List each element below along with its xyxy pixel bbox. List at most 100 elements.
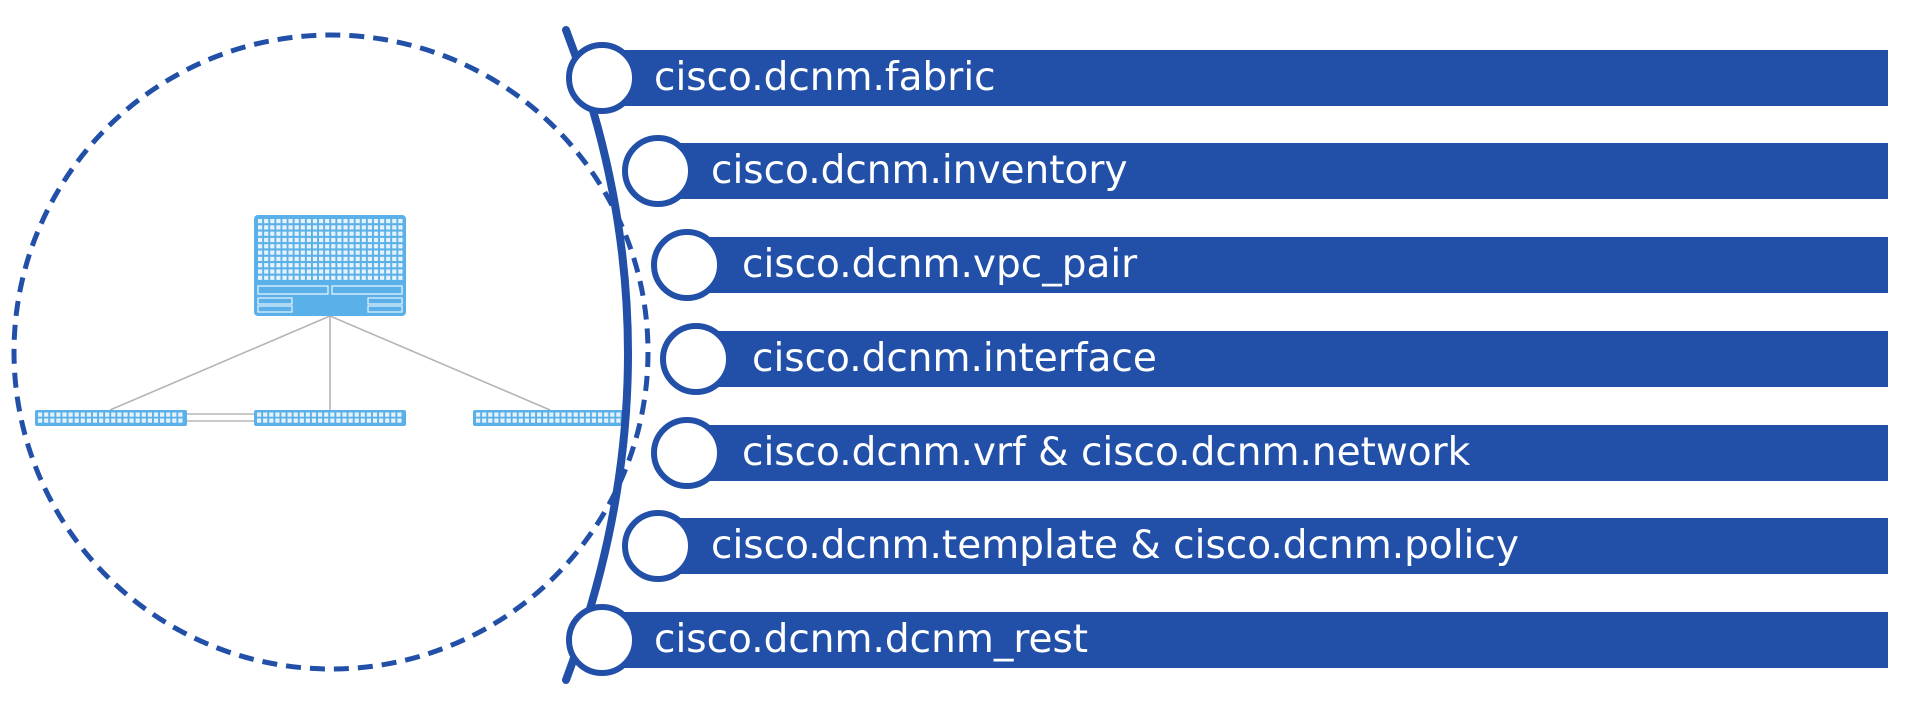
chassis-port [319,250,324,255]
leaf-port [585,412,590,417]
leaf-port [385,418,390,423]
leaf-port [488,418,493,423]
leaf-port [68,412,73,417]
chassis-port [343,225,348,230]
chassis-port [373,275,379,280]
leaf-port [610,418,615,423]
chassis-port [380,256,385,261]
chassis-port [337,275,342,280]
chassis-port [276,237,281,243]
leaf-port [543,418,548,423]
chassis-port [331,237,336,243]
leaf-port [80,418,85,423]
module-label: cisco.dcnm.interface [752,336,1157,381]
chassis-port [373,231,379,236]
module-label: cisco.dcnm.fabric [654,55,996,100]
chassis-port [392,225,397,230]
chassis-port [337,256,342,261]
leaf-port [506,412,511,417]
leaf-port [62,418,67,423]
chassis-module-left [257,285,329,295]
leaf-port [342,412,347,417]
leaf-port [178,412,183,417]
leaf-port [591,418,597,423]
chassis-port [361,269,366,274]
chassis-port [367,225,372,230]
chassis-port [264,256,269,261]
chassis-port [264,269,269,274]
chassis-port [355,237,360,243]
chassis-port [258,269,263,274]
chain-bead-2 [622,135,694,207]
chassis-port [337,244,342,249]
chassis-port [355,275,360,280]
chassis-port [349,237,354,243]
leaf-port [366,412,371,417]
chassis-port [294,250,299,255]
module-banner-vrf-network: cisco.dcnm.vrf & cisco.dcnm.network [708,425,1888,481]
module-label: cisco.dcnm.dcnm_rest [654,617,1089,662]
chassis-port [343,256,348,261]
leaf-port [512,412,517,417]
chassis-port [258,231,263,236]
chassis-port [355,244,360,249]
chassis-port [276,231,281,236]
chassis-port [373,250,379,255]
leaf-port [62,412,67,417]
chassis-port [373,244,379,249]
leaf-port [342,418,347,423]
leaf-port [476,412,481,417]
leaf-port [591,412,597,417]
chassis-port [288,263,293,268]
chassis-port [288,231,293,236]
leaf-port [518,418,523,423]
leaf-port [299,412,304,417]
chassis-port [306,263,311,268]
leaf-port [616,412,621,417]
leaf-port [141,418,146,423]
chassis-port [270,219,275,224]
chassis-port [294,275,299,280]
chassis-port [386,237,391,243]
chassis-port [343,250,348,255]
leaf-port [160,418,165,423]
chain-bead-3 [651,229,723,301]
chain-curve [562,26,632,684]
chassis-port [270,244,275,249]
leaf-port [86,418,91,423]
leaf-port [482,418,487,423]
leaf-port [129,412,134,417]
chassis-port [306,269,311,274]
chassis-port [367,250,372,255]
leaf-port [610,412,615,417]
leaf-port [348,412,353,417]
chassis-port [349,256,354,261]
chassis-port [398,231,403,236]
chassis-port [288,250,293,255]
chassis-port [312,219,318,224]
chain-bead-1 [566,42,638,114]
leaf-port [567,418,572,423]
chassis-port [270,263,275,268]
leaf-port [366,418,371,423]
leaf-port [269,412,274,417]
leaf-port [360,418,365,423]
chassis-module-right [331,285,403,295]
leaf-port [573,418,578,423]
chassis-port [306,275,311,280]
chassis-port [319,219,324,224]
leaf-port [543,412,548,417]
chassis-port [367,231,372,236]
chassis-port [312,263,318,268]
leaf-port [379,412,384,417]
chassis-port [282,219,287,224]
chassis-port [343,219,348,224]
leaf-port [537,412,542,417]
chassis-port [325,269,330,274]
leaf-port [172,412,177,417]
chassis-port [331,244,336,249]
chassis-port [276,263,281,268]
leaf-port [354,412,359,417]
leaf-port [549,418,554,423]
leaf-port [293,412,298,417]
